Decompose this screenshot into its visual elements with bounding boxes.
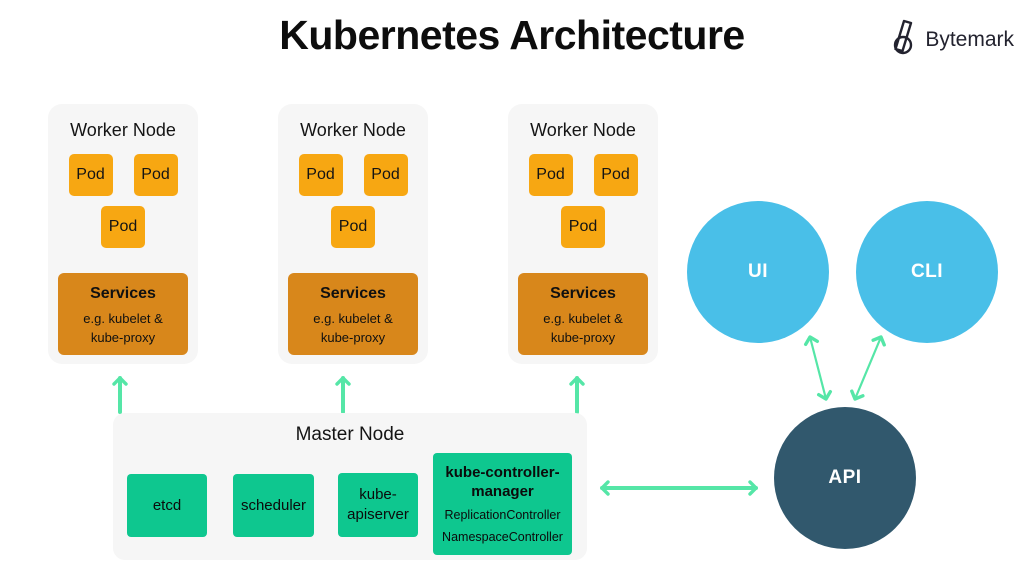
component-kube-apiserver: kube-apiserver xyxy=(338,473,418,537)
worker-node-title: Worker Node xyxy=(300,120,406,140)
pod: Pod xyxy=(331,206,375,248)
services-box: Services e.g. kubelet & kube-proxy xyxy=(518,273,648,355)
component-etcd: etcd xyxy=(127,474,207,537)
pod: Pod xyxy=(593,154,638,196)
worker-node-3: Worker Node Pod Pod Pod Services e.g. ku… xyxy=(508,104,658,364)
services-subtitle: e.g. kubelet & kube-proxy xyxy=(313,311,393,345)
pod: Pod xyxy=(561,206,605,248)
pod: Pod xyxy=(133,154,178,196)
pod: Pod xyxy=(298,154,343,196)
pod: Pod xyxy=(68,154,113,196)
brand-name: Bytemark xyxy=(925,27,1014,51)
arrow-cli-to-api xyxy=(850,335,886,401)
bytemark-b-icon xyxy=(888,18,918,61)
namespace-controller-label: NamespaceController xyxy=(442,529,563,544)
replication-controller-label: ReplicationController xyxy=(444,507,561,522)
master-node: Master Node etcd scheduler kube-apiserve… xyxy=(113,413,587,560)
worker-node-1: Worker Node Pod Pod Pod Services e.g. ku… xyxy=(48,104,198,364)
worker-node-title: Worker Node xyxy=(70,120,176,140)
cli-circle: CLI xyxy=(856,201,998,343)
pod: Pod xyxy=(528,154,573,196)
services-box: Services e.g. kubelet & kube-proxy xyxy=(288,273,418,355)
services-title: Services xyxy=(320,285,386,302)
worker-node-2: Worker Node Pod Pod Pod Services e.g. ku… xyxy=(278,104,428,364)
services-title: Services xyxy=(90,285,156,302)
services-subtitle: e.g. kubelet & kube-proxy xyxy=(543,311,623,345)
services-subtitle: e.g. kubelet & kube-proxy xyxy=(83,311,163,345)
ui-circle: UI xyxy=(687,201,829,343)
component-scheduler: scheduler xyxy=(233,474,314,537)
worker-node-title: Worker Node xyxy=(530,120,636,140)
component-kube-controller-manager: kube-controller-manager ReplicationContr… xyxy=(433,453,572,555)
services-box: Services e.g. kubelet & kube-proxy xyxy=(58,273,188,355)
pod: Pod xyxy=(101,206,145,248)
master-node-title: Master Node xyxy=(295,424,405,445)
arrow-ui-to-api xyxy=(803,335,833,401)
pod: Pod xyxy=(363,154,408,196)
api-circle: API xyxy=(774,407,916,549)
kube-controller-manager-label: kube-controller-manager xyxy=(445,463,560,501)
services-title: Services xyxy=(550,285,616,302)
brand-logo: Bytemark xyxy=(888,18,1014,61)
page-title: Kubernetes Architecture xyxy=(279,12,745,58)
